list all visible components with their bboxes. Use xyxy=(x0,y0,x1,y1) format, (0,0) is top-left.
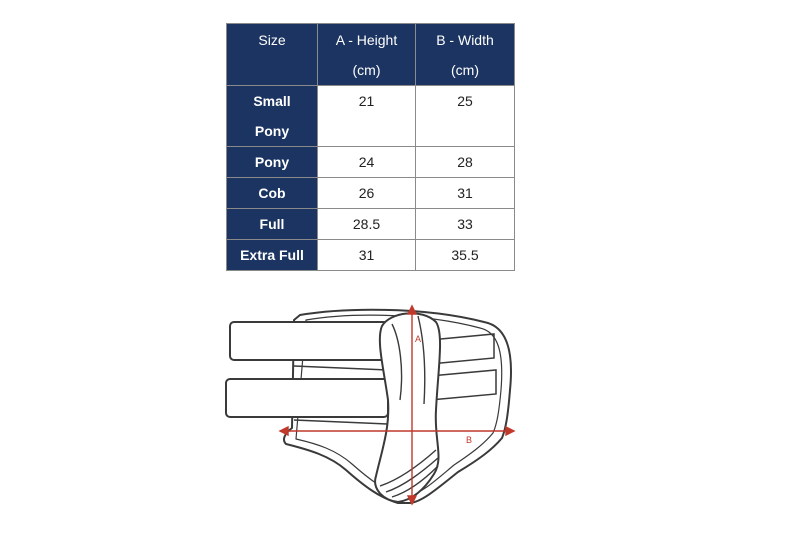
row-height-value: 26 xyxy=(317,177,416,209)
header-row: Size A - Height (cm) B - Width (cm) xyxy=(226,23,515,86)
header-height-unit: (cm) xyxy=(352,62,381,78)
row-size-label: Cob xyxy=(226,177,318,209)
table-header: Size A - Height (cm) B - Width (cm) xyxy=(226,23,515,86)
boot-measurement-diagram: A B xyxy=(225,304,516,506)
row-width-value: 31 xyxy=(415,177,515,209)
table-row: Cob 26 31 xyxy=(226,177,515,209)
size-label-line1: Small xyxy=(253,93,291,109)
row-size-label: Full xyxy=(226,208,318,240)
table-row: Extra Full 31 35.5 xyxy=(226,239,515,271)
row-width-value: 33 xyxy=(415,208,515,240)
row-size-label: Extra Full xyxy=(226,239,318,271)
header-size: Size xyxy=(226,23,318,86)
row-width-value: 35.5 xyxy=(415,239,515,271)
size-label-line2: Pony xyxy=(254,123,290,139)
header-width-unit: (cm) xyxy=(451,62,479,78)
table-row: Full 28.5 33 xyxy=(226,208,515,240)
row-size-label: Pony xyxy=(226,146,318,178)
row-height-value: 31 xyxy=(317,239,416,271)
header-height: A - Height (cm) xyxy=(317,23,416,86)
label-a: A xyxy=(415,334,421,344)
boot-inner-outline xyxy=(295,314,503,496)
table-row: Pony 24 28 xyxy=(226,146,515,178)
header-width-label: B - Width xyxy=(436,32,494,48)
upper-strap-icon xyxy=(229,321,389,361)
label-b: B xyxy=(466,435,472,445)
row-width-value: 25 xyxy=(415,85,515,147)
header-height-label: A - Height xyxy=(335,32,398,48)
lower-strap-icon xyxy=(225,378,389,418)
row-height-value: 28.5 xyxy=(317,208,416,240)
header-width: B - Width (cm) xyxy=(415,23,515,86)
header-size-label: Size xyxy=(258,32,286,48)
row-height-value: 24 xyxy=(317,146,416,178)
row-width-value: 28 xyxy=(415,146,515,178)
row-height-value: 21 xyxy=(317,85,416,147)
